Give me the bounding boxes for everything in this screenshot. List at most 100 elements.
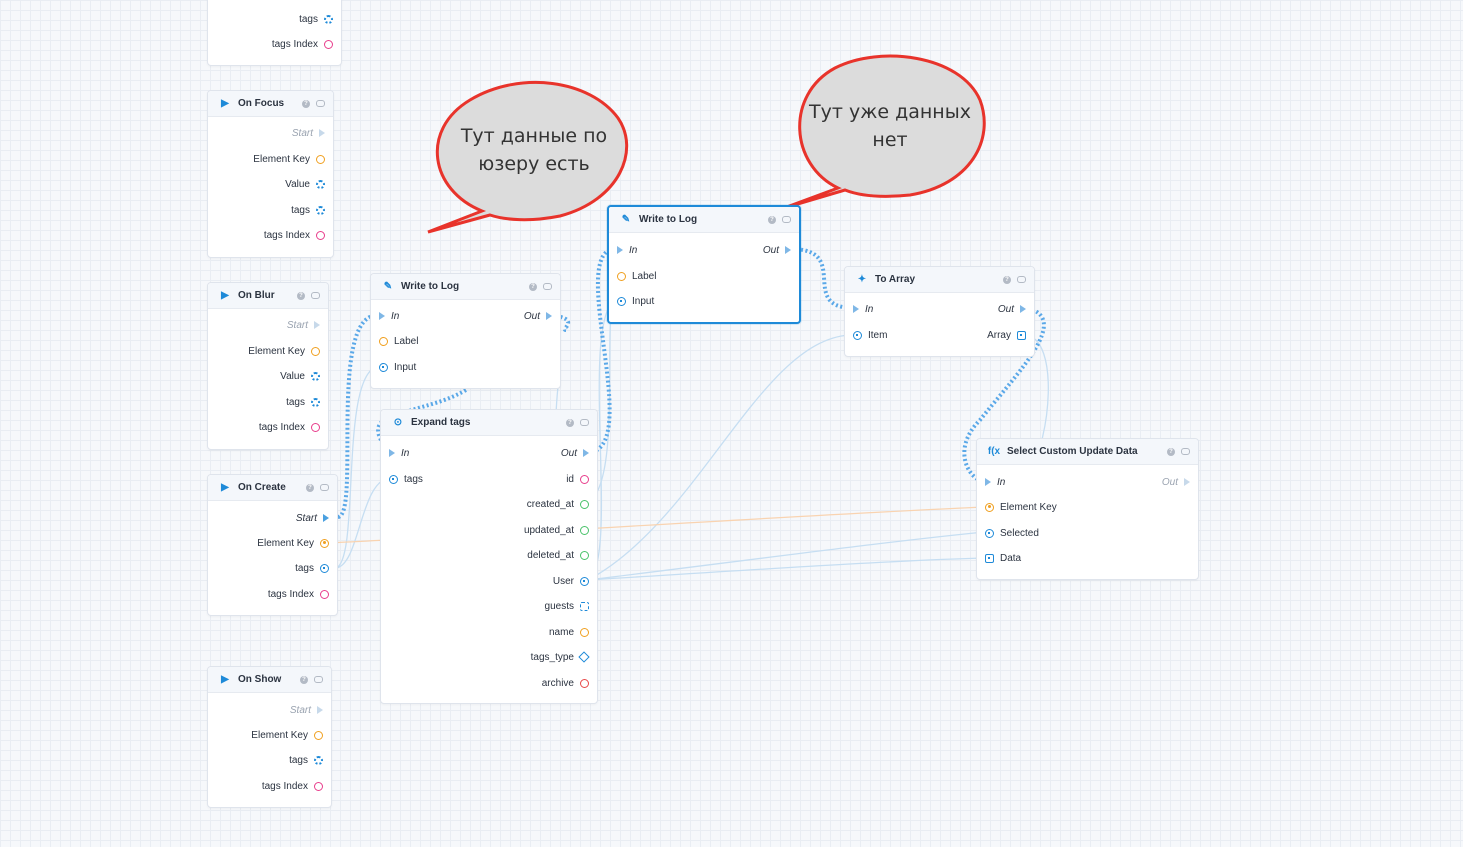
port-id[interactable]: id xyxy=(566,471,589,487)
play-icon: ▶ xyxy=(221,290,229,301)
node-write-to-log-2[interactable]: ✎ Write to Log ? In Out Label Input xyxy=(607,205,801,324)
help-icon[interactable]: ? xyxy=(300,675,308,684)
port-tags[interactable]: tags xyxy=(299,11,333,27)
help-icon[interactable]: ? xyxy=(1003,275,1011,284)
node-on-focus[interactable]: ▶ On Focus ? Start Element Key Value tag… xyxy=(207,90,334,258)
comment-icon[interactable] xyxy=(320,484,329,491)
comment-icon[interactable] xyxy=(1017,276,1026,283)
expand-icon: ⊙ xyxy=(393,417,403,428)
comment-icon[interactable] xyxy=(314,676,323,683)
help-icon[interactable]: ? xyxy=(297,291,305,300)
data-wire xyxy=(587,334,851,581)
port-out[interactable]: Out xyxy=(763,242,791,258)
port-in[interactable]: In xyxy=(379,308,399,324)
annotation-user-data-present: Тут данные по юзеру есть xyxy=(460,125,608,175)
port-tags-index[interactable]: tags Index xyxy=(262,778,323,794)
port-tags-index[interactable]: tags Index xyxy=(264,227,325,243)
port-input[interactable]: Input xyxy=(379,359,416,375)
port-label[interactable]: Label xyxy=(617,268,656,284)
comment-icon[interactable] xyxy=(311,292,320,299)
port-out[interactable]: Out xyxy=(524,308,552,324)
port-value[interactable]: Value xyxy=(285,176,325,192)
data-wire xyxy=(587,531,986,581)
port-tags-index[interactable]: tags Index xyxy=(268,586,329,602)
annotation-data-missing: Тут уже данных нет xyxy=(809,101,971,151)
help-icon[interactable]: ? xyxy=(1167,447,1175,456)
node-select-custom-update-data[interactable]: f(x Select Custom Update Data ? In Out E… xyxy=(976,438,1199,580)
port-input[interactable]: Input xyxy=(617,293,654,309)
port-tags[interactable]: tags xyxy=(291,202,325,218)
port-in[interactable]: In xyxy=(985,474,1005,490)
comment-icon[interactable] xyxy=(1181,448,1190,455)
port-selected[interactable]: Selected xyxy=(985,525,1039,541)
node-header[interactable]: ▶ On Show ? xyxy=(208,667,331,693)
port-array[interactable]: Array xyxy=(987,327,1026,343)
port-out[interactable]: Out xyxy=(561,445,589,461)
port-tags[interactable]: tags xyxy=(289,752,323,768)
pencil-icon: ✎ xyxy=(621,214,631,225)
port-element-key[interactable]: Element Key xyxy=(985,499,1057,515)
port-in[interactable]: In xyxy=(853,301,873,317)
port-value[interactable]: Value xyxy=(280,368,320,384)
port-guests[interactable]: guests xyxy=(545,598,589,614)
port-out[interactable]: Out xyxy=(1162,474,1190,490)
port-data[interactable]: Data xyxy=(985,550,1021,566)
port-tags[interactable]: tags xyxy=(286,394,320,410)
node-expand-tags[interactable]: ⊙ Expand tags ? In Out tags id created_a… xyxy=(380,409,598,704)
port-out[interactable]: Out xyxy=(998,301,1026,317)
node-top-partial[interactable]: tags tags Index xyxy=(207,0,342,66)
port-in[interactable]: In xyxy=(389,445,409,461)
node-header[interactable]: ✦ To Array ? xyxy=(845,267,1034,293)
data-wire xyxy=(587,557,986,581)
node-header[interactable]: f(x Select Custom Update Data ? xyxy=(977,439,1198,465)
port-element-key[interactable]: Element Key xyxy=(253,151,325,167)
node-on-show[interactable]: ▶ On Show ? Start Element Key tags tags … xyxy=(207,666,332,808)
port-item[interactable]: Item xyxy=(853,327,887,343)
help-icon[interactable]: ? xyxy=(566,418,574,427)
port-archive[interactable]: archive xyxy=(542,675,589,691)
help-icon[interactable]: ? xyxy=(768,215,776,224)
node-header[interactable]: ▶ On Focus ? xyxy=(208,91,333,117)
node-on-create[interactable]: ▶ On Create ? Start Element Key tags tag… xyxy=(207,474,338,616)
comment-icon[interactable] xyxy=(782,216,791,223)
comment-icon[interactable] xyxy=(316,100,325,107)
port-start[interactable]: Start xyxy=(290,702,323,718)
port-element-key[interactable]: Element Key xyxy=(248,343,320,359)
port-updated-at[interactable]: updated_at xyxy=(524,522,589,538)
port-deleted-at[interactable]: deleted_at xyxy=(527,547,589,563)
port-start[interactable]: Start xyxy=(287,317,320,333)
port-tags[interactable]: tags xyxy=(389,471,423,487)
help-icon[interactable]: ? xyxy=(529,282,537,291)
port-in[interactable]: In xyxy=(617,242,637,258)
port-tags-index[interactable]: tags Index xyxy=(272,36,333,52)
play-icon: ▶ xyxy=(221,482,229,493)
play-icon: ▶ xyxy=(221,98,229,109)
comment-icon[interactable] xyxy=(580,419,589,426)
node-header[interactable]: ✎ Write to Log ? xyxy=(371,274,560,300)
port-tags-index[interactable]: tags Index xyxy=(259,419,320,435)
pencil-icon: ✎ xyxy=(383,281,393,292)
node-header[interactable]: ▶ On Create ? xyxy=(208,475,337,501)
port-user[interactable]: User xyxy=(553,573,589,589)
help-icon[interactable]: ? xyxy=(302,99,310,108)
node-header[interactable]: ⊙ Expand tags ? xyxy=(381,410,597,436)
help-icon[interactable]: ? xyxy=(306,483,314,492)
node-to-array[interactable]: ✦ To Array ? In Out Item Array xyxy=(844,266,1035,357)
port-start[interactable]: Start xyxy=(292,125,325,141)
exec-wire xyxy=(336,314,373,519)
port-tags-type[interactable]: tags_type xyxy=(531,649,590,665)
port-element-key[interactable]: Element Key xyxy=(257,535,329,551)
comment-icon[interactable] xyxy=(543,283,552,290)
port-created-at[interactable]: created_at xyxy=(527,496,589,512)
port-start[interactable]: Start xyxy=(296,510,329,526)
port-label[interactable]: Label xyxy=(379,333,418,349)
port-element-key[interactable]: Element Key xyxy=(251,727,323,743)
data-wire xyxy=(335,366,377,569)
node-header[interactable]: ▶ On Blur ? xyxy=(208,283,328,309)
port-tags[interactable]: tags xyxy=(295,560,329,576)
port-name[interactable]: name xyxy=(549,624,589,640)
node-write-to-log-1[interactable]: ✎ Write to Log ? In Out Label Input xyxy=(370,273,561,389)
node-on-blur[interactable]: ▶ On Blur ? Start Element Key Value tags… xyxy=(207,282,329,450)
node-header[interactable]: ✎ Write to Log ? xyxy=(609,207,799,233)
